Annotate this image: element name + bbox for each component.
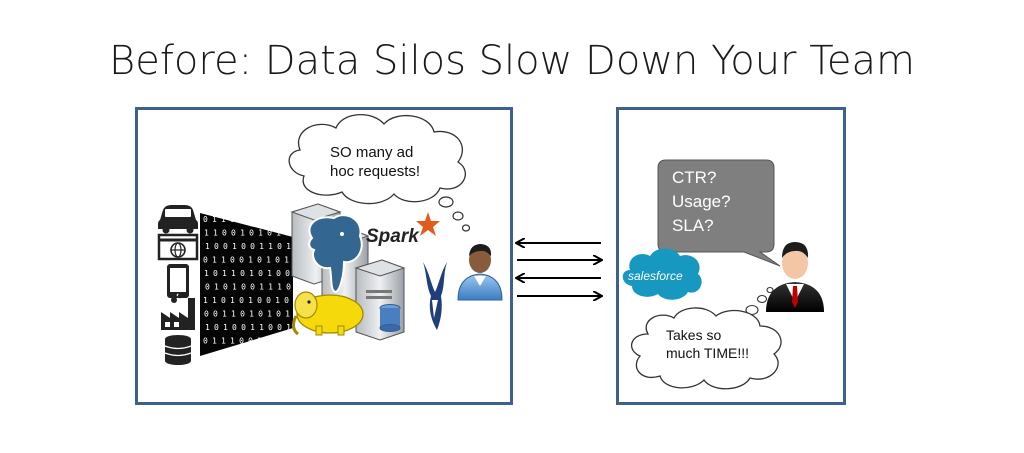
slide-title: Before: Data Silos Slow Down Your Team	[109, 38, 915, 84]
salesforce-cloud-icon	[622, 248, 702, 300]
salesforce-logo: salesforce	[628, 269, 683, 283]
car-icon	[158, 205, 198, 234]
factory-icon	[161, 293, 195, 330]
right-thought-bubble	[630, 286, 782, 390]
right-thought-line-1: Takes so	[666, 327, 722, 343]
spark-star-icon	[416, 212, 440, 236]
antelope-logo-icon	[423, 262, 447, 330]
speech-line-usage: Usage?	[672, 192, 731, 211]
left-thought-line-1: SO many ad	[330, 144, 414, 161]
hadoop-elephant-icon	[291, 291, 364, 336]
speech-bubble	[657, 159, 781, 267]
browser-globe-icon	[157, 233, 199, 261]
binary-data-stream: 0110011001110010101110010011010110010101…	[200, 213, 293, 356]
spark-logo: Spark	[366, 226, 419, 247]
speech-line-ctr: CTR?	[672, 168, 717, 187]
data-source-icons	[157, 205, 199, 365]
left-thought-bubble-text: SO many ad hoc requests!	[330, 143, 420, 181]
storage-cylinder-icon	[379, 304, 401, 332]
database-icon	[164, 335, 192, 365]
binary-row: 0110011001	[203, 215, 289, 224]
right-thought-line-2: much TIME!!!	[666, 345, 749, 361]
business-person-icon	[766, 242, 824, 312]
analyst-person-icon	[457, 244, 503, 301]
request-arrows	[517, 243, 601, 296]
speech-bubble-text: CTR? Usage? SLA?	[672, 166, 731, 238]
speech-line-sla: SLA?	[672, 216, 714, 235]
smartphone-icon	[167, 264, 189, 298]
left-thought-bubble	[288, 113, 471, 232]
left-thought-line-2: hoc requests!	[330, 163, 421, 180]
postgresql-logo-icon	[308, 214, 363, 294]
right-thought-bubble-text: Takes so much TIME!!!	[666, 326, 749, 362]
